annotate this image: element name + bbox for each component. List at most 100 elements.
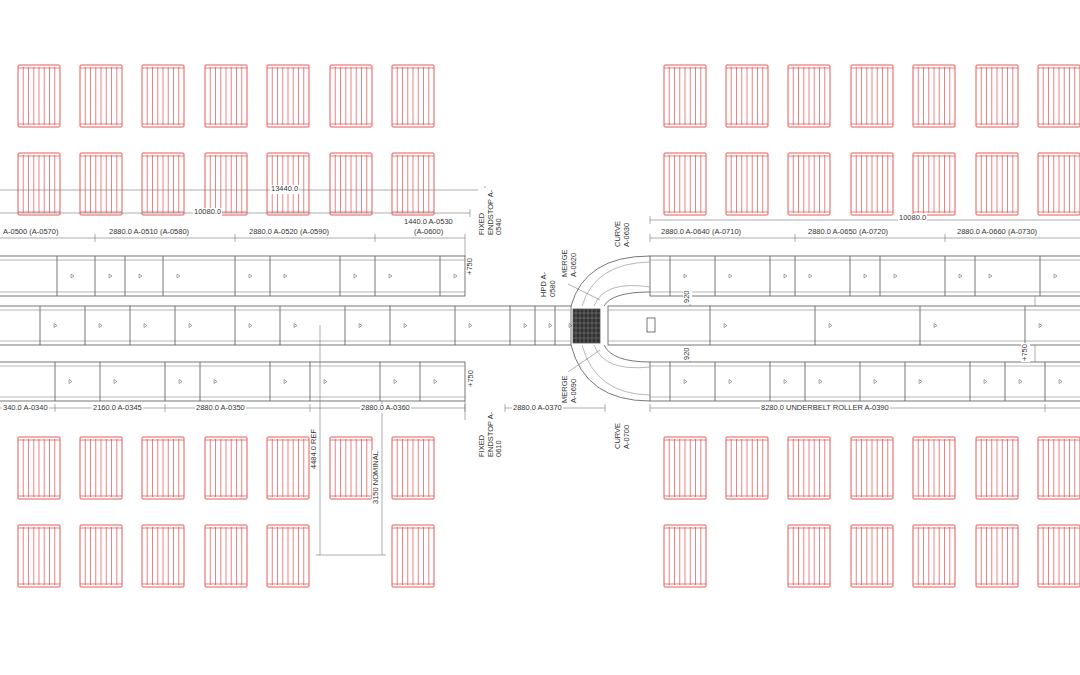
pallet xyxy=(142,153,184,215)
dimension-group xyxy=(0,186,1080,555)
dimension-line xyxy=(650,404,1080,412)
dimension-label: 2880.0 A-0360 xyxy=(360,404,411,413)
pallet xyxy=(392,65,434,127)
pallet xyxy=(976,153,1018,215)
dimension-label: MERGE A-0690 xyxy=(561,372,578,404)
pallet xyxy=(142,437,184,499)
dimension-line xyxy=(650,216,1080,224)
pallet xyxy=(142,65,184,127)
dimension-label: A-0500 (A-0570) xyxy=(2,228,59,237)
pallet xyxy=(788,525,830,587)
dimension-label: CURVE A-0630 xyxy=(614,216,631,248)
dimension-label: (A-0600) xyxy=(413,228,444,237)
dimension-label: 2880.0 A-0660 (A-0730) xyxy=(956,228,1038,237)
pallet xyxy=(726,153,768,215)
pallet xyxy=(1038,525,1080,587)
pallet xyxy=(788,153,830,215)
dimension-label: +750 xyxy=(467,369,476,388)
pallet xyxy=(851,437,893,499)
pallet xyxy=(851,153,893,215)
pallet xyxy=(726,437,768,499)
pallet xyxy=(976,65,1018,127)
rail-line xyxy=(608,260,1080,397)
dimension-line xyxy=(690,296,1035,362)
conveyor-lane xyxy=(650,362,1080,401)
dimension-line xyxy=(0,234,465,256)
pallet xyxy=(18,65,60,127)
curve-rail xyxy=(582,262,650,306)
dimension-label: 340.0 A-0340 xyxy=(2,404,49,413)
conveyor-lane xyxy=(0,256,465,296)
pallet xyxy=(392,153,434,215)
pallet xyxy=(913,65,955,127)
dimension-line xyxy=(0,401,465,420)
dimension-line xyxy=(0,186,485,194)
pallet xyxy=(726,65,768,127)
dimension-label: FIXED ENDSTOP A-0610 xyxy=(478,410,504,458)
conveyor-lane xyxy=(0,362,465,401)
pallet xyxy=(664,153,706,215)
conveyor-lane xyxy=(0,306,571,345)
dimension-label: 8280.0 UNDERBELT ROLLER A-0390 xyxy=(760,404,890,413)
dimension-label: 3150 NOMINAL xyxy=(372,450,381,505)
dimension-label: 920 xyxy=(683,289,692,304)
pallet xyxy=(851,525,893,587)
pallet xyxy=(392,525,434,587)
pallet xyxy=(267,65,309,127)
pallet xyxy=(1038,437,1080,499)
pallet xyxy=(330,153,372,215)
pallet xyxy=(913,525,955,587)
pallet xyxy=(664,65,706,127)
dimension-label: +750 xyxy=(466,257,475,276)
dimension-line xyxy=(316,325,386,555)
pallet xyxy=(392,437,434,499)
hpd-unit xyxy=(573,309,600,343)
conveyor-lane xyxy=(608,306,1080,345)
dimension-label: 10080.0 xyxy=(898,214,927,223)
pallet xyxy=(330,437,372,499)
conveyor-lane xyxy=(650,256,1080,296)
pallet xyxy=(80,65,122,127)
pallet xyxy=(205,153,247,215)
stop-block xyxy=(647,318,655,332)
dimension-label: 920 xyxy=(683,346,692,361)
dimension-label: +750 xyxy=(1021,343,1030,362)
pallet xyxy=(80,153,122,215)
pallet xyxy=(267,437,309,499)
dimension-label: HPD A-0580 xyxy=(540,270,557,298)
pallet xyxy=(976,437,1018,499)
pallet xyxy=(330,65,372,127)
rail-line xyxy=(0,260,571,397)
pallet xyxy=(1038,65,1080,127)
pallet xyxy=(205,525,247,587)
pallet xyxy=(976,525,1018,587)
conveyor-group xyxy=(0,256,1080,401)
dimension-label: 2880.0 A-0350 xyxy=(195,404,246,413)
direction-mark xyxy=(54,274,1062,384)
pallet xyxy=(18,525,60,587)
pallet xyxy=(664,525,706,587)
curve-section xyxy=(571,256,650,306)
pallet xyxy=(18,153,60,215)
dimension-label: 2880.0 A-0640 (A-0710) xyxy=(660,228,742,237)
dimension-label: CURVE A-0700 xyxy=(614,418,631,450)
hpd-grid xyxy=(573,309,600,343)
pallet xyxy=(267,525,309,587)
pallet-group xyxy=(18,65,1080,587)
dimension-label: 13440.0 xyxy=(270,185,299,194)
dimension-label: 2160.0 A-0345 xyxy=(92,404,143,413)
dimension-line xyxy=(505,404,605,412)
pallet xyxy=(80,437,122,499)
dimension-label: MERGE A-0620 xyxy=(561,246,578,278)
curve-rail xyxy=(582,345,650,395)
dimension-label: 2880.0 A-0520 (A-0590) xyxy=(248,228,330,237)
pallet xyxy=(1038,153,1080,215)
pallet xyxy=(851,65,893,127)
pallet xyxy=(205,437,247,499)
dimension-line xyxy=(0,209,470,217)
pallet xyxy=(913,437,955,499)
curve-section xyxy=(571,345,650,401)
pallet xyxy=(80,525,122,587)
pallet xyxy=(205,65,247,127)
pallet xyxy=(913,153,955,215)
